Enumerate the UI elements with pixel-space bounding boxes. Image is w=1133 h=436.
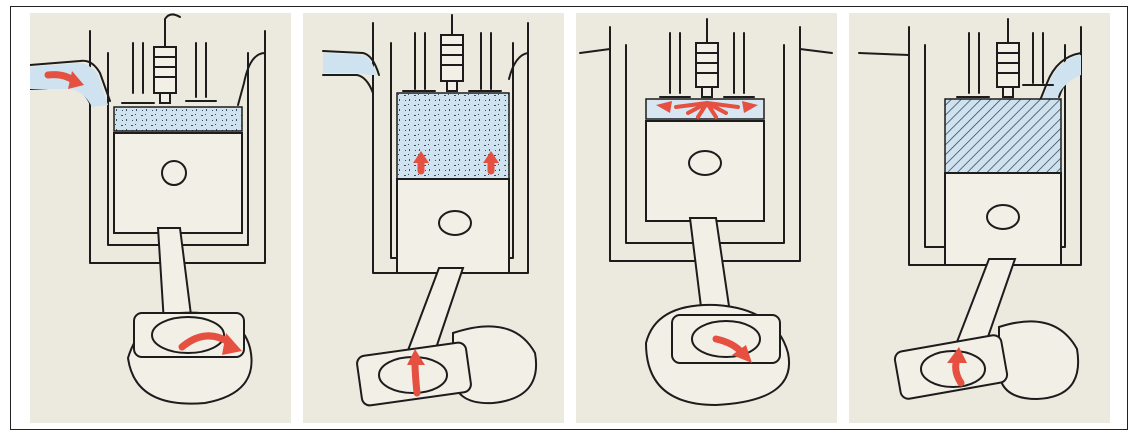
panel-intake-stroke	[30, 13, 291, 423]
crankshaft-icon	[128, 313, 252, 404]
crankshaft-icon	[356, 326, 536, 406]
panel-compression-stroke	[303, 13, 564, 423]
combustion-chamber-charge	[114, 107, 242, 131]
spark-plug-icon	[696, 19, 718, 97]
exhaust-valve-icon	[724, 33, 754, 97]
diagram-frame	[10, 6, 1128, 430]
spark-plug-icon	[441, 15, 463, 91]
connecting-rod-icon	[690, 218, 730, 315]
combustion-chamber-charge	[945, 99, 1061, 173]
piston-icon	[646, 121, 764, 221]
spark-plug-icon	[997, 19, 1019, 97]
panel-exhaust-stroke	[849, 13, 1110, 423]
connecting-rod-icon	[158, 228, 192, 323]
panel-power-stroke	[576, 13, 837, 423]
piston-icon	[397, 179, 509, 273]
intake-valve-icon	[660, 33, 690, 97]
exhaust-valve-icon	[469, 33, 501, 91]
exhaust-valve-icon	[186, 43, 216, 101]
spark-plug-icon	[154, 14, 180, 103]
intake-valve-icon	[403, 33, 435, 91]
crankshaft-icon	[646, 305, 789, 405]
intake-valve-icon	[957, 33, 989, 97]
piston-icon	[945, 173, 1061, 265]
intake-valve-icon	[122, 43, 154, 103]
piston-icon	[114, 133, 242, 233]
